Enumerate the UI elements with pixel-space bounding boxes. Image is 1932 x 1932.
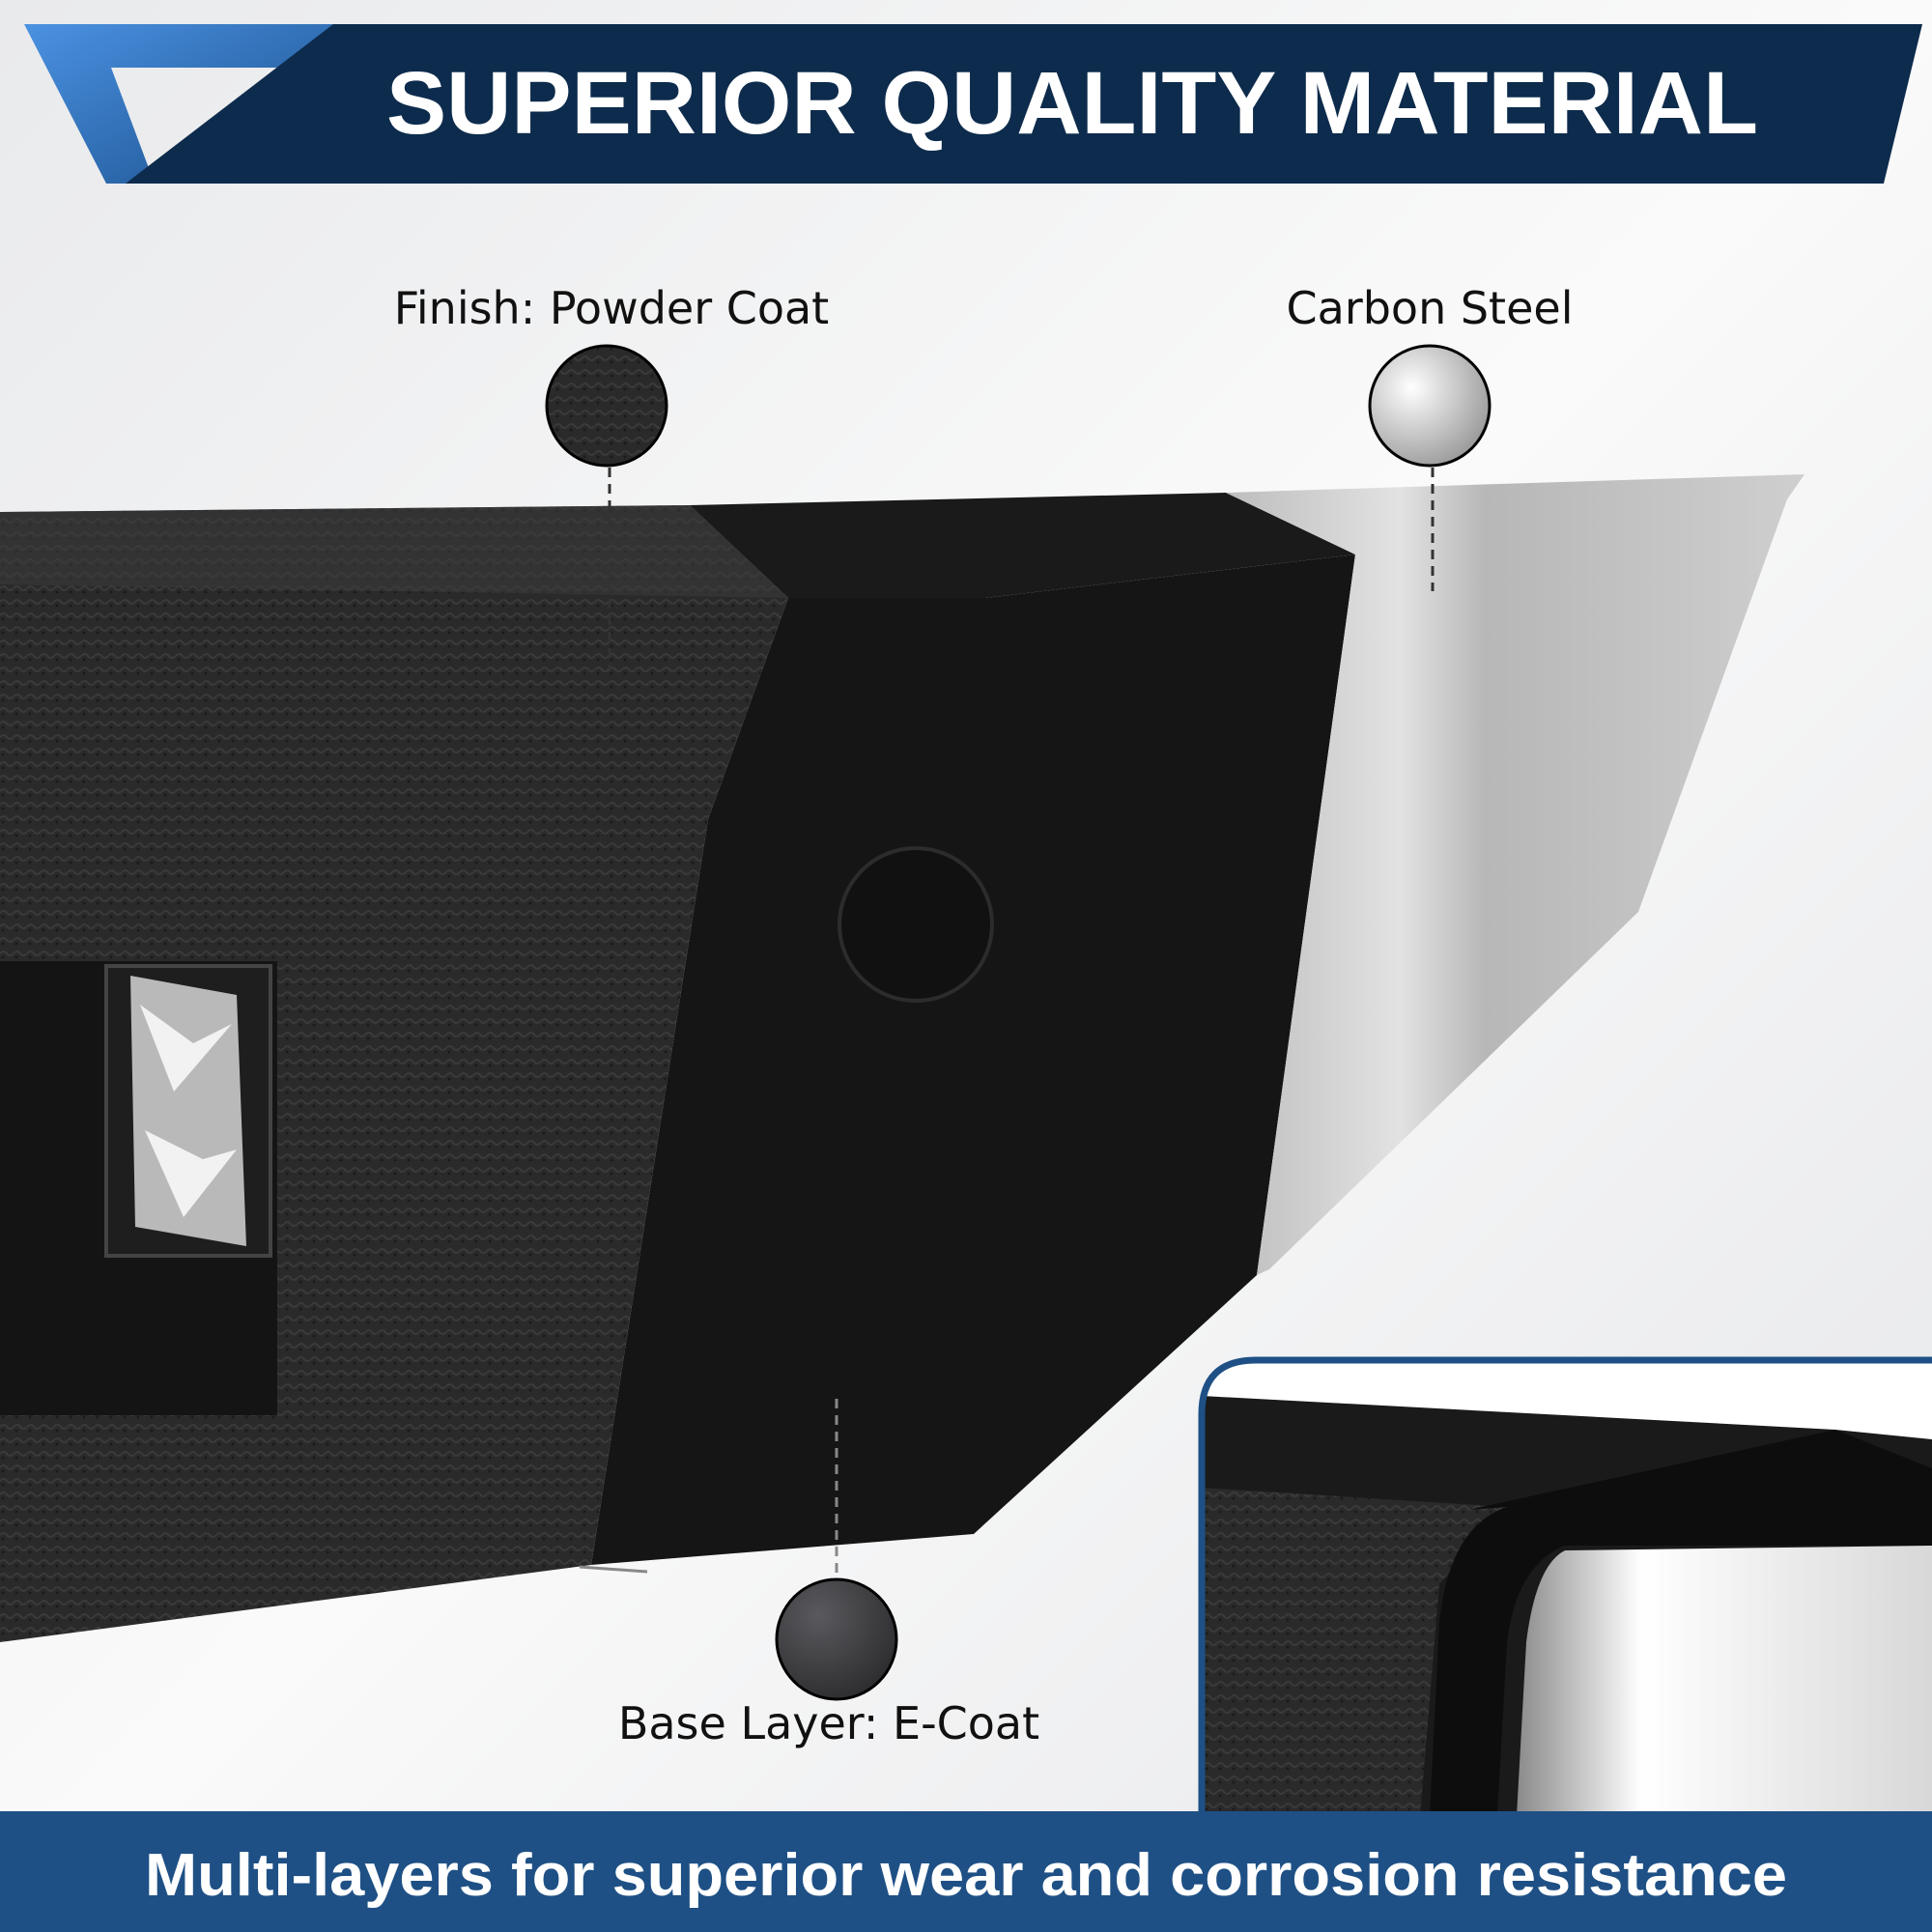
light-module	[0, 961, 277, 1415]
bumper-illustration	[0, 474, 1804, 1642]
powder-coat-label: Finish: Powder Coat	[394, 282, 829, 334]
end-cap-black	[591, 554, 1355, 1565]
header-band	[126, 24, 1922, 184]
mount-button	[838, 846, 994, 1003]
carbon-steel-swatch	[1368, 344, 1492, 468]
bumper-top-face	[0, 505, 788, 598]
end-cap-top	[690, 493, 1355, 598]
footer-banner: Multi-layers for superior wear and corro…	[0, 1811, 1932, 1932]
e-coat-swatch	[775, 1577, 898, 1701]
footer-tagline: Multi-layers for superior wear and corro…	[145, 1842, 1787, 1909]
callout-e-coat: Base Layer: E-Coat	[618, 1399, 1039, 1749]
carbon-steel-surface	[1226, 474, 1804, 1275]
callout-powder-coat: Finish: Powder Coat	[394, 282, 829, 671]
carbon-steel-label: Carbon Steel	[1287, 282, 1574, 334]
logo-accent-shape	[24, 24, 333, 184]
e-coat-label: Base Layer: E-Coat	[618, 1697, 1039, 1749]
header-banner: SUPERIOR QUALITY MATERIAL	[24, 24, 1922, 184]
layer-detail-inset	[1198, 1356, 1932, 1811]
powder-coat-swatch	[545, 344, 668, 468]
page-title: SUPERIOR QUALITY MATERIAL	[386, 54, 1758, 153]
callout-carbon-steel: Carbon Steel	[1287, 282, 1574, 591]
